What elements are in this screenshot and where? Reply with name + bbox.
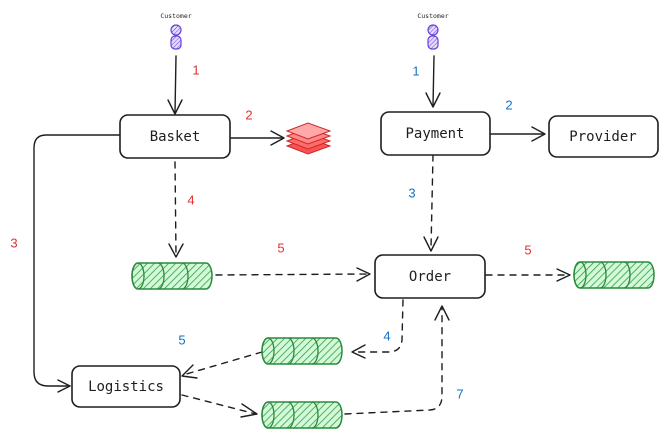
provider-node: Provider bbox=[548, 115, 659, 158]
cylinder-queue-icon bbox=[261, 401, 343, 429]
customer-right-label: Customer bbox=[417, 12, 448, 20]
arrow-payment-to-provider bbox=[490, 126, 546, 142]
arrow-queue-to-order bbox=[215, 267, 371, 282]
customer-right-actor: Customer bbox=[417, 12, 449, 50]
arrow-customer-to-payment bbox=[425, 55, 441, 108]
step-label: 1 bbox=[192, 62, 199, 77]
step-label: 2 bbox=[245, 107, 252, 122]
logistics-node: Logistics bbox=[71, 365, 181, 408]
order-label: Order bbox=[409, 269, 451, 285]
logistics-label: Logistics bbox=[88, 379, 164, 395]
cylinder-queue-icon bbox=[573, 261, 655, 289]
payment-label: Payment bbox=[405, 126, 464, 142]
step-label: 7 bbox=[456, 386, 463, 401]
customer-left-actor: Customer bbox=[160, 12, 192, 50]
provider-label: Provider bbox=[569, 129, 636, 145]
basket-label: Basket bbox=[150, 129, 201, 145]
arrow-basket-to-cache bbox=[229, 130, 285, 146]
step-label: 5 bbox=[524, 242, 531, 257]
arrow-queue-to-logistics bbox=[181, 351, 263, 379]
arrow-basket-to-logistics bbox=[33, 134, 121, 393]
arrow-customer-to-basket bbox=[167, 55, 183, 115]
person-icon bbox=[427, 24, 439, 50]
arrow-payment-to-order bbox=[423, 154, 439, 252]
arrow-logistics-to-queue bbox=[181, 394, 258, 418]
arrow-order-to-queue bbox=[485, 268, 571, 282]
cylinder-queue-icon bbox=[131, 262, 213, 290]
step-label: 5 bbox=[178, 332, 185, 347]
arrow-queue-to-order-back bbox=[344, 305, 450, 415]
basket-node: Basket bbox=[119, 114, 231, 159]
arrow-order-to-logistics-queue bbox=[351, 299, 404, 359]
step-label: 5 bbox=[277, 240, 284, 255]
step-label: 3 bbox=[10, 235, 17, 250]
arrow-basket-to-queue bbox=[168, 161, 184, 258]
cylinder-queue-icon bbox=[261, 337, 343, 365]
layers-stack-icon bbox=[285, 122, 332, 155]
step-label: 1 bbox=[412, 63, 419, 78]
step-label: 4 bbox=[187, 192, 194, 207]
payment-node: Payment bbox=[380, 111, 491, 156]
step-label: 4 bbox=[383, 328, 390, 343]
step-label: 2 bbox=[505, 97, 512, 112]
customer-left-label: Customer bbox=[160, 12, 191, 20]
person-icon bbox=[170, 24, 182, 50]
step-label: 3 bbox=[408, 185, 415, 200]
order-node: Order bbox=[374, 254, 486, 299]
